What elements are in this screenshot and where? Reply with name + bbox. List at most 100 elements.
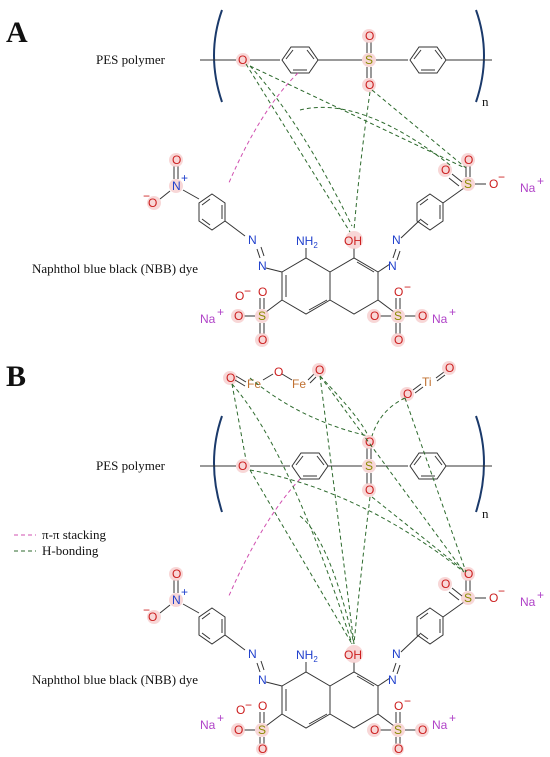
- naphthalene-ring-1-b: [281, 671, 331, 729]
- legend: π-π stacking H-bonding: [14, 527, 107, 558]
- pes-label-a: PES polymer: [96, 52, 166, 67]
- nitro-n-a: N: [172, 179, 181, 193]
- svg-text:O: O: [274, 365, 283, 379]
- dye-sulfophenyl-ring-a: [416, 193, 444, 231]
- svg-text:O: O: [258, 333, 267, 347]
- svg-text:S: S: [464, 591, 472, 605]
- svg-text:N: N: [258, 673, 267, 687]
- pes-sulfone-s-b: S: [365, 459, 373, 473]
- svg-text:O: O: [403, 387, 412, 401]
- svg-text:O: O: [234, 723, 243, 737]
- svg-text:N: N: [258, 259, 267, 273]
- svg-text:Na: Na: [432, 312, 448, 326]
- panel-b: B O Fe O Fe O O Ti O PES polymer n O S: [6, 360, 544, 756]
- svg-text:O: O: [394, 742, 403, 756]
- svg-text:O: O: [418, 723, 427, 737]
- svg-text:Na: Na: [520, 181, 536, 195]
- svg-text:+: +: [537, 174, 544, 188]
- legend-pi-label: π-π stacking: [42, 527, 107, 542]
- svg-text:+: +: [181, 171, 188, 185]
- svg-text:O: O: [148, 610, 157, 624]
- svg-text:O: O: [226, 371, 235, 385]
- svg-text:O: O: [258, 285, 267, 299]
- svg-text:O: O: [365, 78, 374, 92]
- svg-text:O: O: [172, 153, 181, 167]
- pi-stacking-line-a: [227, 72, 299, 186]
- legend-hb-label: H-bonding: [42, 543, 99, 558]
- pes-ether-o-a: O: [238, 53, 247, 67]
- dye-label-b: Naphthol blue black (NBB) dye: [32, 672, 198, 687]
- svg-text:+: +: [181, 585, 188, 599]
- svg-text:O: O: [148, 196, 157, 210]
- svg-text:O: O: [489, 591, 498, 605]
- panel-label-b: B: [6, 360, 26, 393]
- amine-label-b: NH2: [296, 648, 318, 664]
- pes-ether-o-b: O: [238, 459, 247, 473]
- svg-text:O: O: [441, 577, 450, 591]
- repeat-unit-b: n: [482, 506, 489, 521]
- fe-atom-2: Fe: [292, 377, 306, 391]
- svg-text:N: N: [248, 647, 257, 661]
- svg-text:+: +: [449, 711, 456, 725]
- svg-text:N: N: [388, 673, 397, 687]
- nitro-n-b: N: [172, 593, 181, 607]
- svg-text:S: S: [394, 723, 402, 737]
- svg-text:Na: Na: [432, 718, 448, 732]
- dye-nitrophenyl-ring-b: [198, 607, 226, 645]
- svg-text:+: +: [217, 305, 224, 319]
- svg-text:S: S: [464, 177, 472, 191]
- svg-text:S: S: [394, 309, 402, 323]
- svg-text:−: −: [143, 603, 150, 617]
- pes-ring-2-a: [409, 46, 447, 74]
- panel-a: A PES polymer n O S O O N + O O −: [6, 9, 544, 347]
- svg-text:N: N: [248, 233, 257, 247]
- svg-text:O: O: [441, 163, 450, 177]
- hydroxyl-label-b: OH: [344, 648, 362, 662]
- dye-label-a: Naphthol blue black (NBB) dye: [32, 261, 198, 276]
- amine-label-a: NH2: [296, 234, 318, 250]
- svg-text:+: +: [537, 588, 544, 602]
- svg-text:−: −: [245, 698, 252, 712]
- svg-text:O: O: [394, 699, 403, 713]
- bracket-right-a: [475, 9, 485, 103]
- naphthalene-ring-1-a: [281, 257, 331, 315]
- naphthalene-ring-2-b: [329, 671, 379, 729]
- svg-text:+: +: [449, 305, 456, 319]
- bracket-left-b: [213, 415, 223, 513]
- repeat-unit-a: n: [482, 94, 489, 109]
- hydroxyl-label-a: OH: [344, 234, 362, 248]
- pes-label-b: PES polymer: [96, 458, 166, 473]
- dye-nitrophenyl-ring-a: [198, 193, 226, 231]
- svg-text:O: O: [172, 567, 181, 581]
- svg-text:O: O: [365, 435, 374, 449]
- svg-text:O: O: [258, 742, 267, 756]
- svg-text:O: O: [445, 361, 454, 375]
- panel-label-a: A: [6, 16, 28, 49]
- svg-text:Na: Na: [200, 312, 216, 326]
- svg-text:O: O: [236, 703, 245, 717]
- svg-text:O: O: [234, 309, 243, 323]
- svg-text:S: S: [258, 309, 266, 323]
- svg-text:−: −: [404, 694, 411, 708]
- svg-text:O: O: [235, 289, 244, 303]
- pes-ring-1-a: [281, 46, 319, 74]
- svg-text:Na: Na: [200, 718, 216, 732]
- svg-text:−: −: [244, 284, 251, 298]
- ti-atom: Ti: [422, 375, 432, 389]
- naphthalene-ring-2-a: [329, 257, 379, 315]
- svg-text:O: O: [370, 309, 379, 323]
- svg-text:S: S: [258, 723, 266, 737]
- svg-text:−: −: [498, 584, 505, 598]
- svg-text:−: −: [143, 189, 150, 203]
- svg-text:Na: Na: [520, 595, 536, 609]
- svg-text:O: O: [394, 285, 403, 299]
- svg-text:N: N: [392, 233, 401, 247]
- svg-text:O: O: [370, 723, 379, 737]
- svg-text:O: O: [418, 309, 427, 323]
- svg-text:O: O: [394, 333, 403, 347]
- pes-ring-1-b: [291, 452, 329, 480]
- bracket-left-a: [213, 9, 223, 103]
- svg-text:O: O: [464, 153, 473, 167]
- svg-text:O: O: [258, 699, 267, 713]
